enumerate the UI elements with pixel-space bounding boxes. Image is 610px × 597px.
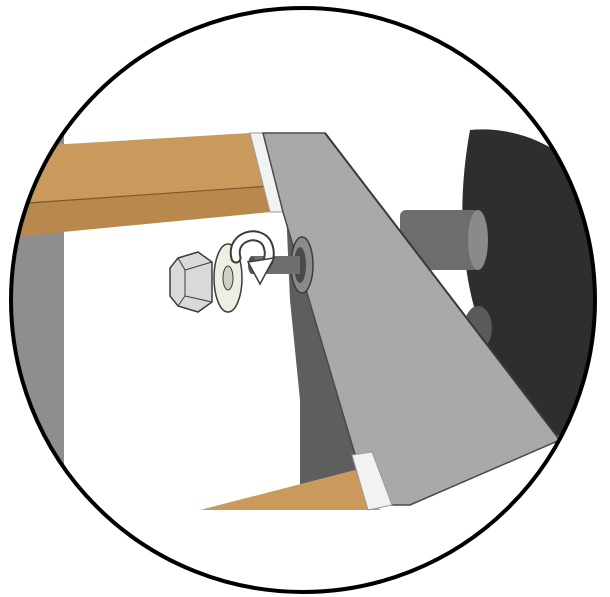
- axle-end: [468, 210, 488, 270]
- washer-hole: [223, 266, 233, 290]
- detail-view: [0, 129, 610, 510]
- hex-nut: [170, 252, 212, 312]
